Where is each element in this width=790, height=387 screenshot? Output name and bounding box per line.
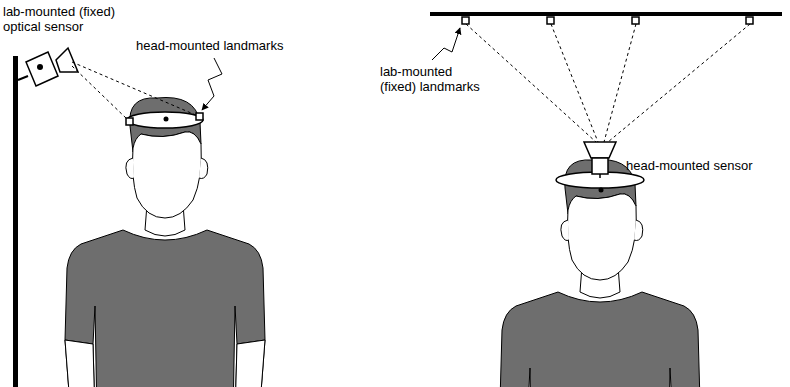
sensor-dot <box>37 64 43 70</box>
landmark-marker <box>196 113 203 120</box>
sensor-label: head-mounted sensor <box>626 158 776 173</box>
head-dot <box>164 117 169 122</box>
sight-line <box>604 24 636 142</box>
headband <box>127 112 203 128</box>
leader-arrow <box>432 28 460 60</box>
sensor-mount <box>599 174 601 178</box>
landmark-label: lab-mounted (fixed) landmarks <box>380 64 486 94</box>
ceiling-bar <box>430 12 782 16</box>
leader-arrow <box>202 58 222 110</box>
sight-line <box>551 24 598 142</box>
sight-line <box>466 24 596 142</box>
landmark-marker <box>632 17 639 24</box>
person-figure <box>500 160 700 387</box>
sensor-body <box>26 52 58 86</box>
landmark-marker <box>126 118 133 125</box>
person-figure <box>65 98 265 387</box>
optical-sensor <box>18 48 78 86</box>
landmark-marker <box>462 17 469 24</box>
landmark-label: head-mounted landmarks <box>136 38 306 53</box>
landmark-marker <box>547 17 554 24</box>
sight-line <box>72 62 198 116</box>
sensor-label: lab-mounted (fixed) optical sensor <box>3 4 135 34</box>
sensor-mount <box>18 76 28 80</box>
headband <box>556 172 644 188</box>
head-dot <box>599 188 604 193</box>
wall-pole <box>13 56 18 387</box>
sight-line <box>608 24 750 142</box>
sensor-lens <box>56 48 78 72</box>
landmark-marker <box>746 17 753 24</box>
sensor-lens <box>584 142 616 158</box>
sensor-body <box>592 158 608 174</box>
